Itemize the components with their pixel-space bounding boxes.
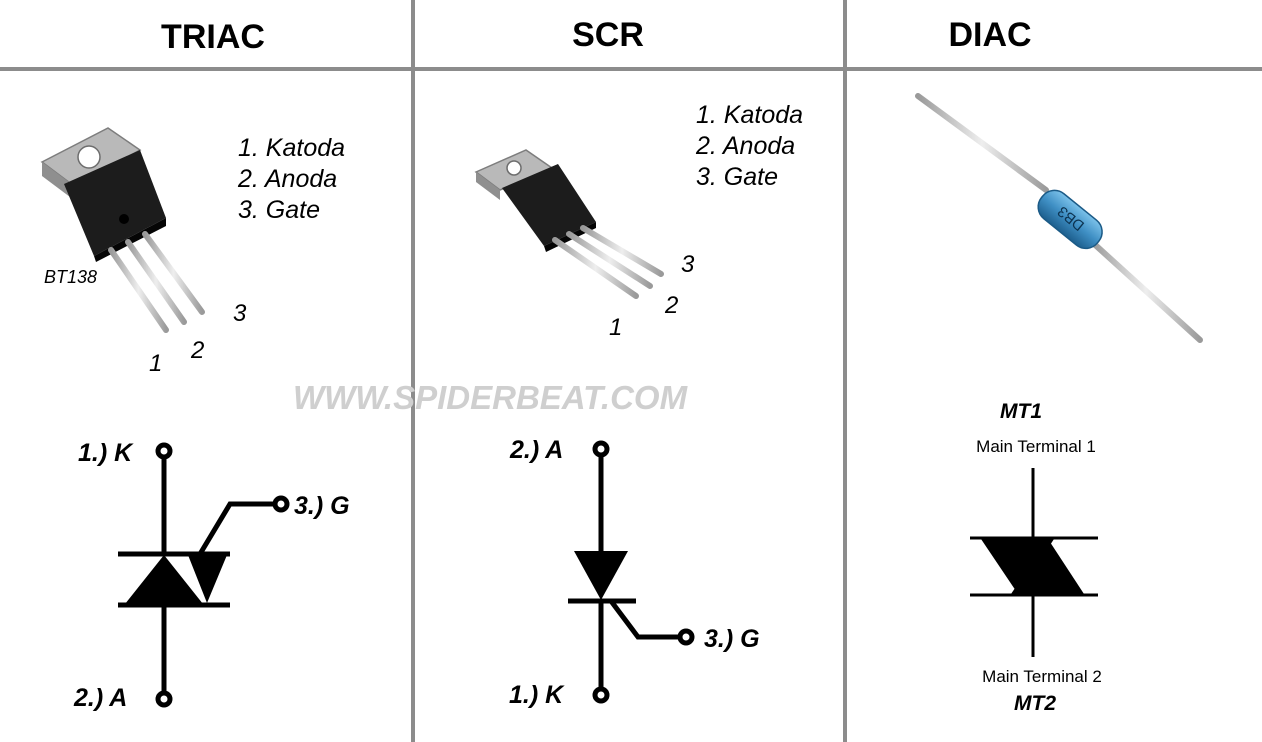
diac-schematic-symbol xyxy=(970,468,1098,657)
triac-terminal-bottom xyxy=(155,690,173,708)
diac-component-photo: DB3 xyxy=(915,93,1203,343)
diac-lead-top xyxy=(915,93,1049,193)
diac-triangle-up xyxy=(1011,539,1084,594)
scr-pin-item-2: 2. Anoda xyxy=(695,132,795,160)
scr-terminal-gate xyxy=(677,628,695,646)
scr-lead-3 xyxy=(580,225,664,277)
triac-schematic-symbol xyxy=(118,442,290,708)
diac-glass-body xyxy=(1037,189,1103,250)
triac-pin-number-2: 2 xyxy=(190,337,204,364)
diac-mt1-desc: Main Terminal 1 xyxy=(976,437,1096,456)
triac-terminal-gate xyxy=(272,495,290,513)
diac-mt2-label: MT2 xyxy=(1014,692,1056,715)
triac-package-body xyxy=(64,150,166,256)
triac-header: TRIAC xyxy=(161,18,265,56)
triac-lead-3 xyxy=(142,231,205,315)
diac-triangle-down xyxy=(981,539,1054,594)
triac-pin-number-1: 1 xyxy=(149,350,162,377)
triac-lead-1 xyxy=(108,247,169,333)
scr-lead-2 xyxy=(566,231,653,289)
scr-gate-wire xyxy=(609,599,679,640)
diac-lead-bottom xyxy=(1089,239,1203,343)
scr-schematic-symbol xyxy=(568,440,695,704)
scr-pin-number-1: 1 xyxy=(609,314,622,341)
scr-terminal-bottom xyxy=(592,686,610,704)
triac-pin-item-1: 1. Katoda xyxy=(238,134,345,162)
diac-mt1-label: MT1 xyxy=(1000,400,1042,423)
scr-lead-1 xyxy=(552,237,639,299)
triac-label-bottom: 2.) A xyxy=(73,684,127,712)
scr-pin-item-1: 1. Katoda xyxy=(696,101,803,129)
scr-diode-triangle xyxy=(574,551,628,600)
triac-package-photo xyxy=(40,127,205,333)
triac-mounting-hole xyxy=(77,145,101,169)
triac-triangle-up xyxy=(125,555,203,604)
triac-part-number: BT138 xyxy=(44,267,97,287)
diac-header: DIAC xyxy=(948,16,1031,54)
scr-header: SCR xyxy=(572,16,644,54)
triac-label-top: 1.) K xyxy=(78,439,134,467)
triac-pin-item-2: 2. Anoda xyxy=(237,165,337,193)
scr-terminal-top xyxy=(592,440,610,458)
scr-label-gate: 3.) G xyxy=(704,625,760,653)
scr-label-bottom: 1.) K xyxy=(509,681,565,709)
diac-mt2-desc: Main Terminal 2 xyxy=(982,667,1102,686)
triac-label-gate: 3.) G xyxy=(294,492,350,520)
watermark: WWW.SPIDERBEAT.COM xyxy=(293,379,689,416)
scr-pin-item-3: 3. Gate xyxy=(696,163,778,191)
scr-label-top: 2.) A xyxy=(509,436,563,464)
scr-mounting-hole xyxy=(506,160,522,176)
scr-package-body xyxy=(502,164,596,246)
scr-package-photo xyxy=(474,149,664,299)
triac-triangle-down xyxy=(188,555,227,603)
triac-lead-2 xyxy=(125,239,187,325)
scr-pin-number-2: 2 xyxy=(664,292,678,319)
scr-pin-number-3: 3 xyxy=(681,251,695,278)
triac-gate-wire xyxy=(197,501,275,556)
triac-pin-item-3: 3. Gate xyxy=(238,196,320,224)
triac-terminal-top xyxy=(155,442,173,460)
triac-pin-number-3: 3 xyxy=(233,300,247,327)
